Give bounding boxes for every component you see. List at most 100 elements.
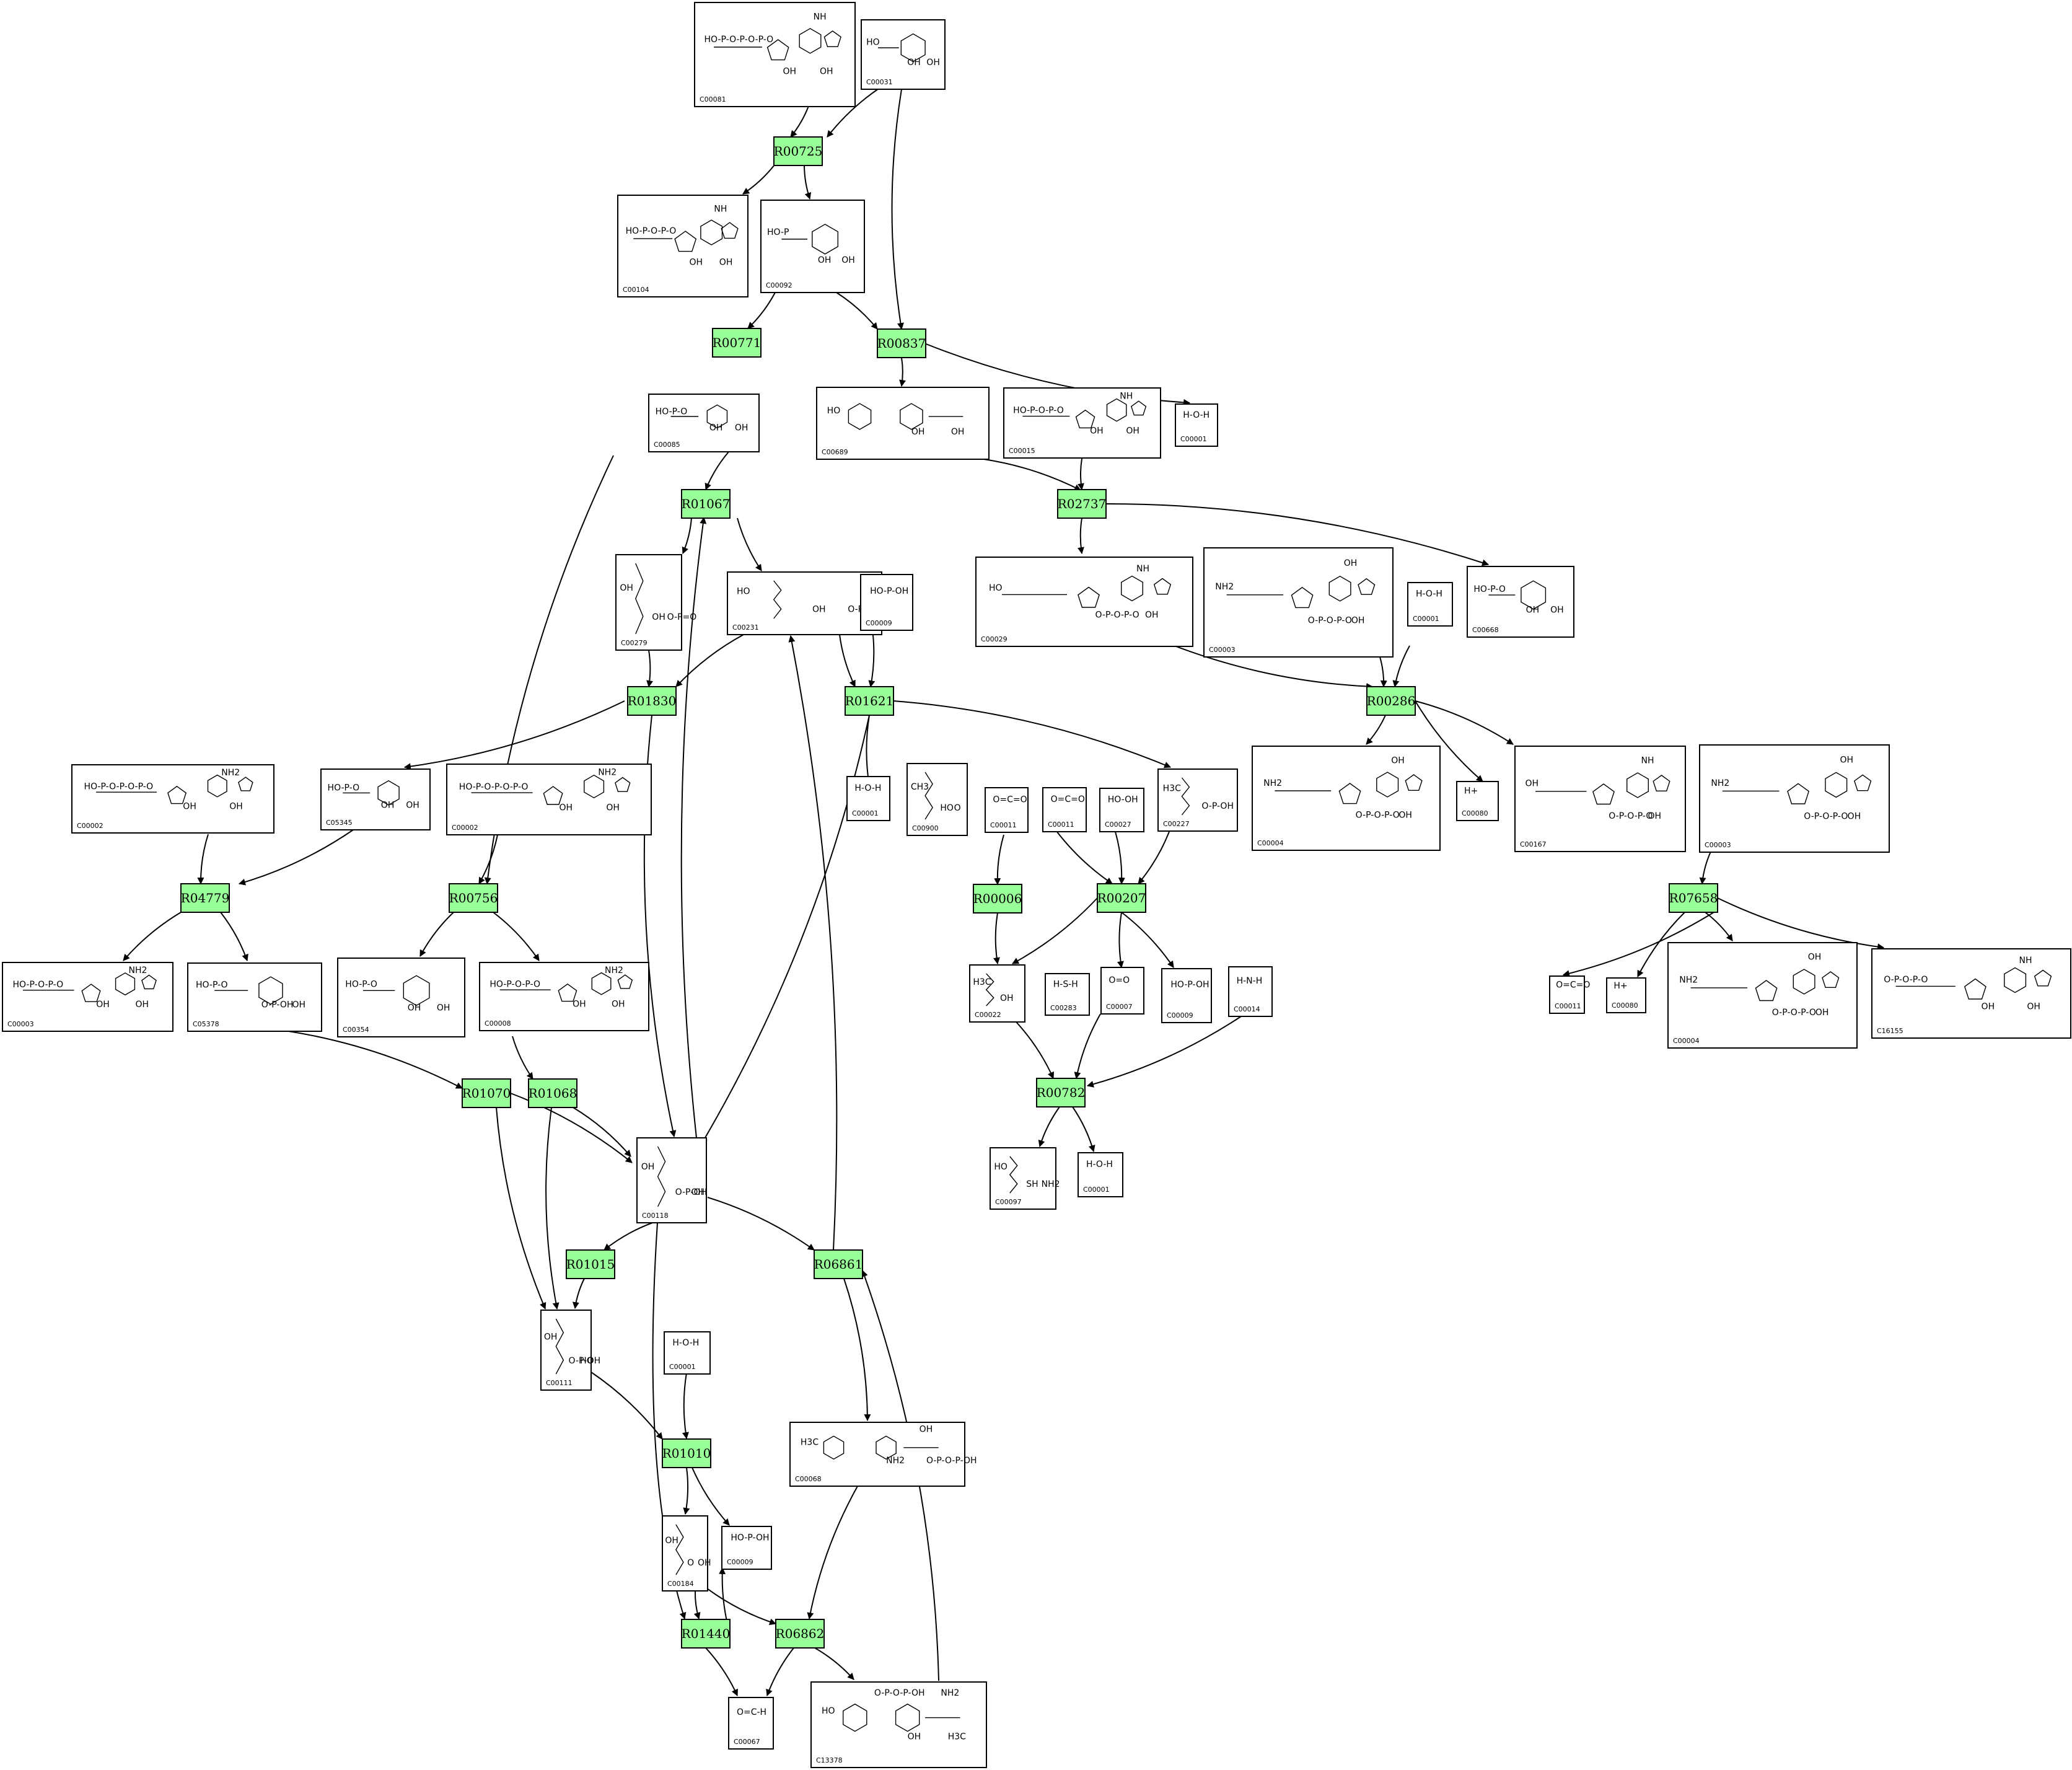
reaction-node-r00782[interactable]: R00782 <box>1036 1078 1086 1107</box>
reaction-box[interactable] <box>681 1619 731 1649</box>
reaction-node-r00286[interactable]: R00286 <box>1366 686 1416 716</box>
reaction-box[interactable] <box>712 328 762 358</box>
reaction-node-r00837[interactable]: R00837 <box>877 328 926 358</box>
reaction-box[interactable] <box>449 883 498 913</box>
reaction-node-r01070[interactable]: R01070 <box>462 1078 511 1108</box>
reaction-box[interactable] <box>877 328 926 358</box>
reaction-node-r01621[interactable]: R01621 <box>845 686 894 716</box>
reaction-box[interactable] <box>681 489 731 519</box>
reaction-node-r01440[interactable]: R01440 <box>681 1619 731 1649</box>
compound-id-label: C13378 <box>816 1756 843 1764</box>
reaction-box[interactable] <box>845 686 894 716</box>
reaction-node-r00006[interactable]: R00006 <box>973 884 1022 914</box>
reaction-box[interactable] <box>773 136 823 166</box>
reaction-node-r06861[interactable]: R06861 <box>814 1249 863 1279</box>
reaction-box[interactable] <box>1097 883 1146 913</box>
compound-node-c00080[interactable]: H+C00080 <box>1456 781 1499 821</box>
compound-node-c00080[interactable]: H+C00080 <box>1606 977 1646 1013</box>
reaction-node-r06862[interactable]: R06862 <box>775 1619 825 1649</box>
reaction-node-r04779[interactable]: R04779 <box>180 883 230 913</box>
pathway-edge-arrow <box>1379 656 1387 688</box>
structure-atom-label: HO <box>827 406 841 416</box>
reaction-node-r00725[interactable]: R00725 <box>773 136 823 166</box>
reaction-node-r01830[interactable]: R01830 <box>627 686 677 716</box>
pathway-edge-arrow <box>705 451 729 491</box>
reaction-node-r02737[interactable]: R02737 <box>1057 489 1107 519</box>
reaction-node-r01015[interactable]: R01015 <box>566 1249 615 1279</box>
reaction-box[interactable] <box>462 1078 511 1108</box>
reaction-box[interactable] <box>814 1249 863 1279</box>
reaction-box[interactable] <box>1036 1078 1086 1107</box>
reaction-node-r01010[interactable]: R01010 <box>662 1438 711 1468</box>
reaction-box[interactable] <box>662 1438 711 1468</box>
reaction-node-r07658[interactable]: R07658 <box>1669 883 1718 913</box>
reaction-box[interactable] <box>528 1078 577 1108</box>
reaction-node-r00207[interactable]: R00207 <box>1097 883 1146 913</box>
reaction-box[interactable] <box>627 686 677 716</box>
reaction-box[interactable] <box>973 884 1022 914</box>
reaction-node-r01067[interactable]: R01067 <box>681 489 731 519</box>
reaction-node-r00771[interactable]: R00771 <box>712 328 762 358</box>
reaction-box[interactable] <box>775 1619 825 1649</box>
reaction-box[interactable] <box>1366 686 1416 716</box>
reaction-node-r00756[interactable]: R00756 <box>449 883 498 913</box>
reaction-box[interactable] <box>566 1249 615 1279</box>
structure-atom-label: HO-P-O-P-O <box>13 980 64 990</box>
reaction-box[interactable] <box>1057 489 1107 519</box>
reaction-box[interactable] <box>180 883 230 913</box>
compound-box <box>1045 973 1090 1016</box>
reaction-box[interactable] <box>1669 883 1718 913</box>
reaction-node-r01068[interactable]: R01068 <box>528 1078 577 1108</box>
compound-box <box>1456 781 1499 821</box>
